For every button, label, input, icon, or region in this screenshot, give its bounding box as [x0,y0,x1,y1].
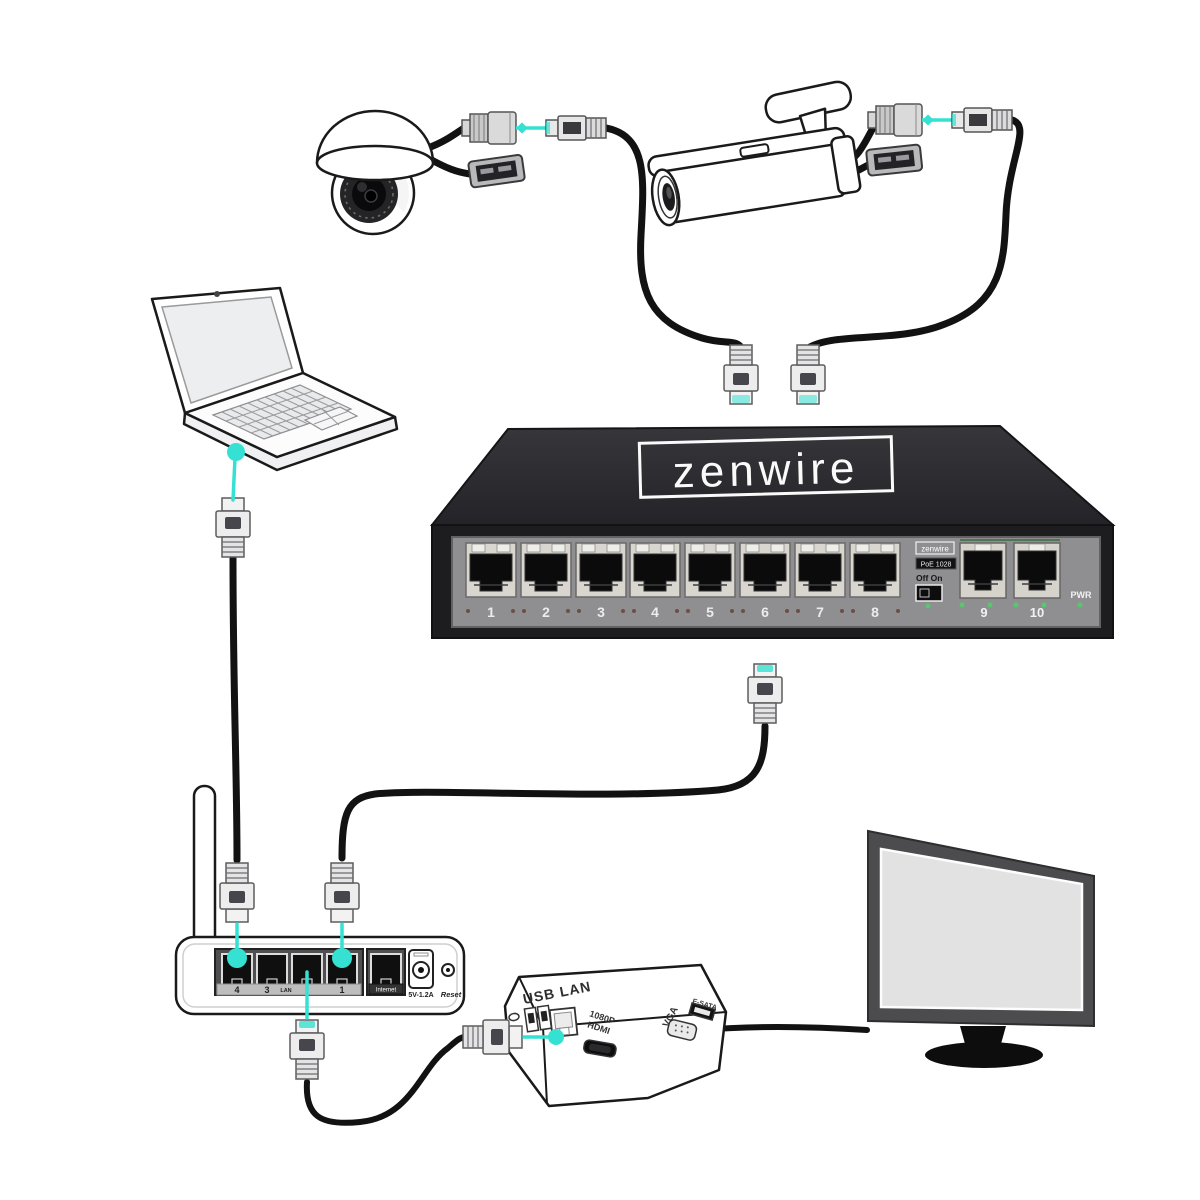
plug-router-lan-out [289,1019,325,1080]
router-port1-dot [332,948,352,968]
router-port-label-4: 4 [234,985,239,995]
connection-indicators [227,443,564,1045]
bullet-camera-cable [806,116,1024,351]
laptop-router-cable [229,554,241,864]
plug-switch-bottom [747,663,783,724]
switch-port-label-3: 3 [597,604,605,620]
switch-port-label-8: 8 [871,604,879,620]
router-reset[interactable] [441,963,455,977]
switch-port-1 [465,542,517,598]
switch-port-8 [849,542,901,598]
pwr-label: PWR [1071,590,1092,600]
usb-port-1 [523,1006,540,1033]
router-power-label: 5V-1.2A [408,992,433,999]
laptop-screen [161,296,293,404]
switch-port-6 [739,542,791,598]
laptop-port-dot [227,443,245,461]
dome-pigtail-data [424,124,468,152]
router-dc-jack [408,949,434,989]
switch-port-label-6: 6 [761,604,769,620]
port-led-dots [466,609,900,613]
rj45-plugs [215,344,826,1080]
monitor-base [925,1042,1043,1068]
router-lan-label: LAN [280,988,291,994]
audio-port [508,1012,520,1022]
switch-port-label-5: 5 [706,604,714,620]
bullet-power-connector [865,143,924,177]
plug-laptop [215,497,251,558]
usb-port-2 [536,1004,553,1031]
switch-port-label-9: 9 [980,605,987,620]
switch-port-9 [959,542,1007,599]
switch-router-cable [338,722,769,862]
uplink-led-dots [925,602,1083,609]
monitor-screen [879,847,1084,1012]
keyboard-grid [221,387,343,437]
bullet-camera [647,80,1014,227]
router: 4 3 LAN 1 Internet 5V-1.2A Reset [174,784,466,1016]
hdmi-port [583,1039,617,1058]
esata-port [688,1001,717,1022]
router-converter-cable [303,1034,467,1126]
switch-port-label-1: 1 [487,604,495,620]
dome-camera-cable [602,124,744,350]
dome-pigtail-power [424,154,474,178]
switch-model-label: PoE 1028 [921,562,952,569]
internet-label: Internet [376,988,397,994]
switch-port-label-10: 10 [1030,605,1044,620]
router-reset-label: Reset [441,990,462,999]
hdmi-converter: USB LAN 1080P HDMI VGA E-SATA [503,963,728,1108]
switch-port-labels: 1 2 3 4 5 6 7 8 [487,604,879,620]
dome-power-connector [467,153,527,189]
switch-port-7 [794,542,846,598]
router-label-strip [216,983,362,996]
monitor [867,829,1095,1068]
switch-badge-zone: zenwire PoE 1028 Off On [915,541,957,602]
switch-port-label-2: 2 [542,604,550,620]
switch-port-label-4: 4 [651,604,659,620]
dome-rj45-coupler [460,110,608,146]
power-switch-label: Off On [916,573,942,583]
switch-port-10 [1013,542,1061,599]
bullet-body [647,126,862,227]
webcam-icon [214,291,220,297]
router-port-labels: 4 3 LAN 1 [234,985,344,995]
zenwire-logo-text: zenwire [672,444,860,498]
router-antenna [192,784,217,952]
plug-router-port1 [324,862,360,923]
switch-port-label-7: 7 [816,604,824,620]
router-internet-port [370,953,402,989]
plug-router-port4 [219,862,255,923]
laptop [150,286,399,472]
poe-mode-toggle[interactable] [915,584,943,602]
dome-skirt [315,144,435,182]
router-port-label-1: 1 [339,985,344,995]
switch-port-5 [684,542,736,598]
router-port4-dot [227,948,247,968]
bullet-rj45-coupler [866,102,1014,138]
zenwire-logo: zenwire [637,435,895,499]
switch-port-4 [629,542,681,598]
switch-brand-label: zenwire [921,545,949,554]
router-port-3 [256,953,288,989]
uplink-labels: 9 10 PWR [980,590,1092,620]
vga-port [666,1019,698,1041]
switch-port-2 [520,542,572,598]
router-port-label-3: 3 [264,985,269,995]
dome-camera [315,109,608,236]
converter-lan-dot [548,1029,564,1045]
poe-switch: zenwire 1 2 3 4 5 6 7 8 [429,424,1116,639]
switch-port-3 [575,542,627,598]
